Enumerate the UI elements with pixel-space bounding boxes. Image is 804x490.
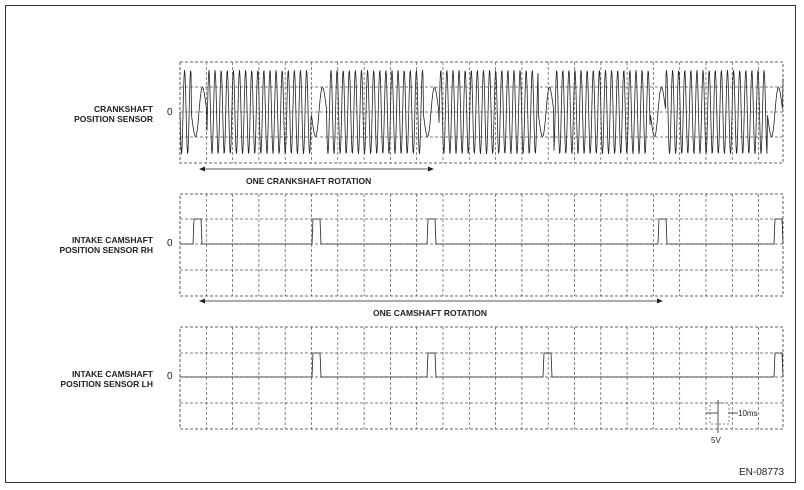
diagram-frame	[5, 5, 796, 483]
cam-rh-label: INTAKE CAMSHAFT POSITION SENSOR RH	[59, 235, 153, 255]
cam-rh-waveform	[180, 218, 784, 245]
scale-box	[709, 402, 730, 425]
crank-rotation-caption: ONE CRANKSHAFT ROTATION	[246, 176, 372, 186]
cam-rotation-arrowhead-left	[199, 298, 205, 304]
crank-waveform	[179, 69, 784, 155]
crank-zero-label: 0	[167, 107, 173, 118]
crank-rotation-arrowhead-left	[199, 166, 205, 172]
cam-lh-label: INTAKE CAMSHAFT POSITION SENSOR LH	[60, 369, 153, 389]
cam-lh-waveform	[180, 352, 784, 378]
cam-lh-zero-label: 0	[167, 371, 173, 382]
cam-rotation-caption: ONE CAMSHAFT ROTATION	[373, 308, 487, 318]
cam-rh-zero-label: 0	[167, 238, 173, 249]
cam-rh-grid-border	[179, 193, 784, 297]
cam-rotation-arrowhead-right	[657, 298, 663, 304]
time-scale-label: 10ms	[738, 409, 758, 418]
figure-code: EN-08773	[739, 467, 785, 478]
cam-lh-grid-border	[179, 326, 784, 430]
voltage-scale-label: 5V	[711, 436, 721, 445]
crank-label: CRANKSHAFT POSITION SENSOR	[74, 104, 153, 124]
crank-rotation-arrowhead-right	[428, 166, 434, 172]
